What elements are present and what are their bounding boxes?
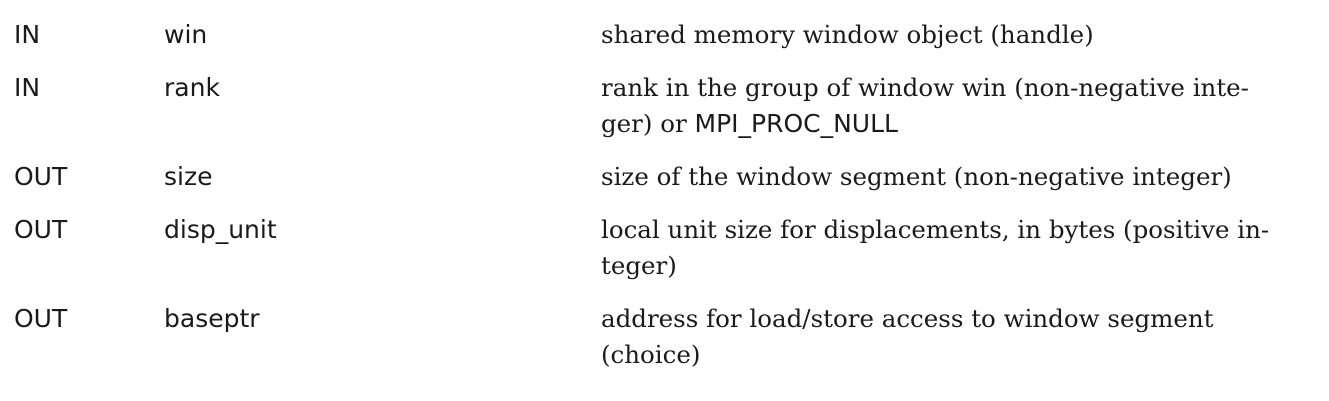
parameter-name: baseptr <box>164 304 260 333</box>
parameter-description: rank in the group of window win (non-neg… <box>601 70 1301 142</box>
parameter-description: address for load/store access to window … <box>601 301 1301 373</box>
parameter-name: rank <box>164 73 220 102</box>
parameter-direction: OUT <box>14 215 68 244</box>
parameter-description: shared memory window object (handle) <box>601 17 1301 53</box>
constant-name: MPI_PROC_NULL <box>694 109 898 138</box>
parameter-direction: IN <box>14 73 41 102</box>
parameter-name: disp_unit <box>164 215 277 244</box>
description-line: local unit size for displacements, in by… <box>601 215 1270 244</box>
parameter-direction: OUT <box>14 162 68 191</box>
parameter-name: win <box>164 20 208 49</box>
description-line: ger) or MPI_PROC_NULL <box>601 106 1301 142</box>
description-line: size of the window segment (non-negative… <box>601 162 1232 191</box>
description-line: rank in the group of window win (non-neg… <box>601 73 1249 102</box>
parameter-direction: IN <box>14 20 41 49</box>
description-line: (choice) <box>601 340 701 369</box>
parameter-name: size <box>164 162 213 191</box>
parameter-direction: OUT <box>14 304 68 333</box>
description-line: address for load/store access to window … <box>601 304 1214 333</box>
parameter-description: local unit size for displacements, in by… <box>601 212 1301 284</box>
description-line: teger) <box>601 251 677 280</box>
description-text: ger) or <box>601 109 695 138</box>
description-line: shared memory window object (handle) <box>601 20 1094 49</box>
parameter-description: size of the window segment (non-negative… <box>601 159 1301 195</box>
